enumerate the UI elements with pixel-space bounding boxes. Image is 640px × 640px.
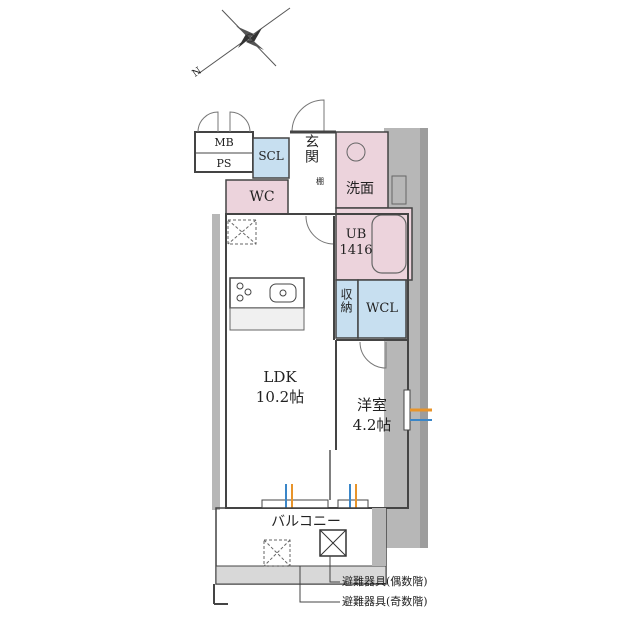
- youshitsu-size-label: 4.2帖: [352, 416, 392, 434]
- kitchen-counter: [229, 277, 305, 309]
- evacuation-hatch-odd: [319, 529, 347, 557]
- evac-odd-note: 避難器具(奇数階): [342, 595, 428, 608]
- evacuation-hatch-even: [263, 539, 291, 567]
- balcony-label: バルコニー: [271, 514, 341, 530]
- walk-in-closet-area: [357, 279, 407, 339]
- senmen-label: 洗面: [346, 181, 374, 197]
- ldk-label: LDK: [263, 368, 297, 386]
- ub-size-label: 1416: [339, 243, 373, 258]
- washroom-area: [335, 131, 389, 209]
- shuno-label: 収納: [339, 288, 353, 314]
- genkan-label: 玄関: [303, 134, 319, 164]
- evac-even-note: 避難器具(偶数階): [342, 575, 428, 588]
- ldk-size-label: 10.2帖: [255, 388, 305, 406]
- compass-icon: [197, 7, 291, 75]
- shoe-shelf-mark: 棚: [316, 177, 324, 186]
- ps-label: PS: [216, 157, 232, 170]
- ub-label: UB: [345, 227, 367, 242]
- scl-label: SCL: [258, 149, 284, 163]
- youshitsu-label: 洋室: [356, 396, 388, 414]
- wc-label: WC: [249, 189, 275, 205]
- mb-label: MB: [214, 136, 234, 149]
- wcl-label: WCL: [366, 301, 398, 316]
- toilet-area: [225, 179, 289, 215]
